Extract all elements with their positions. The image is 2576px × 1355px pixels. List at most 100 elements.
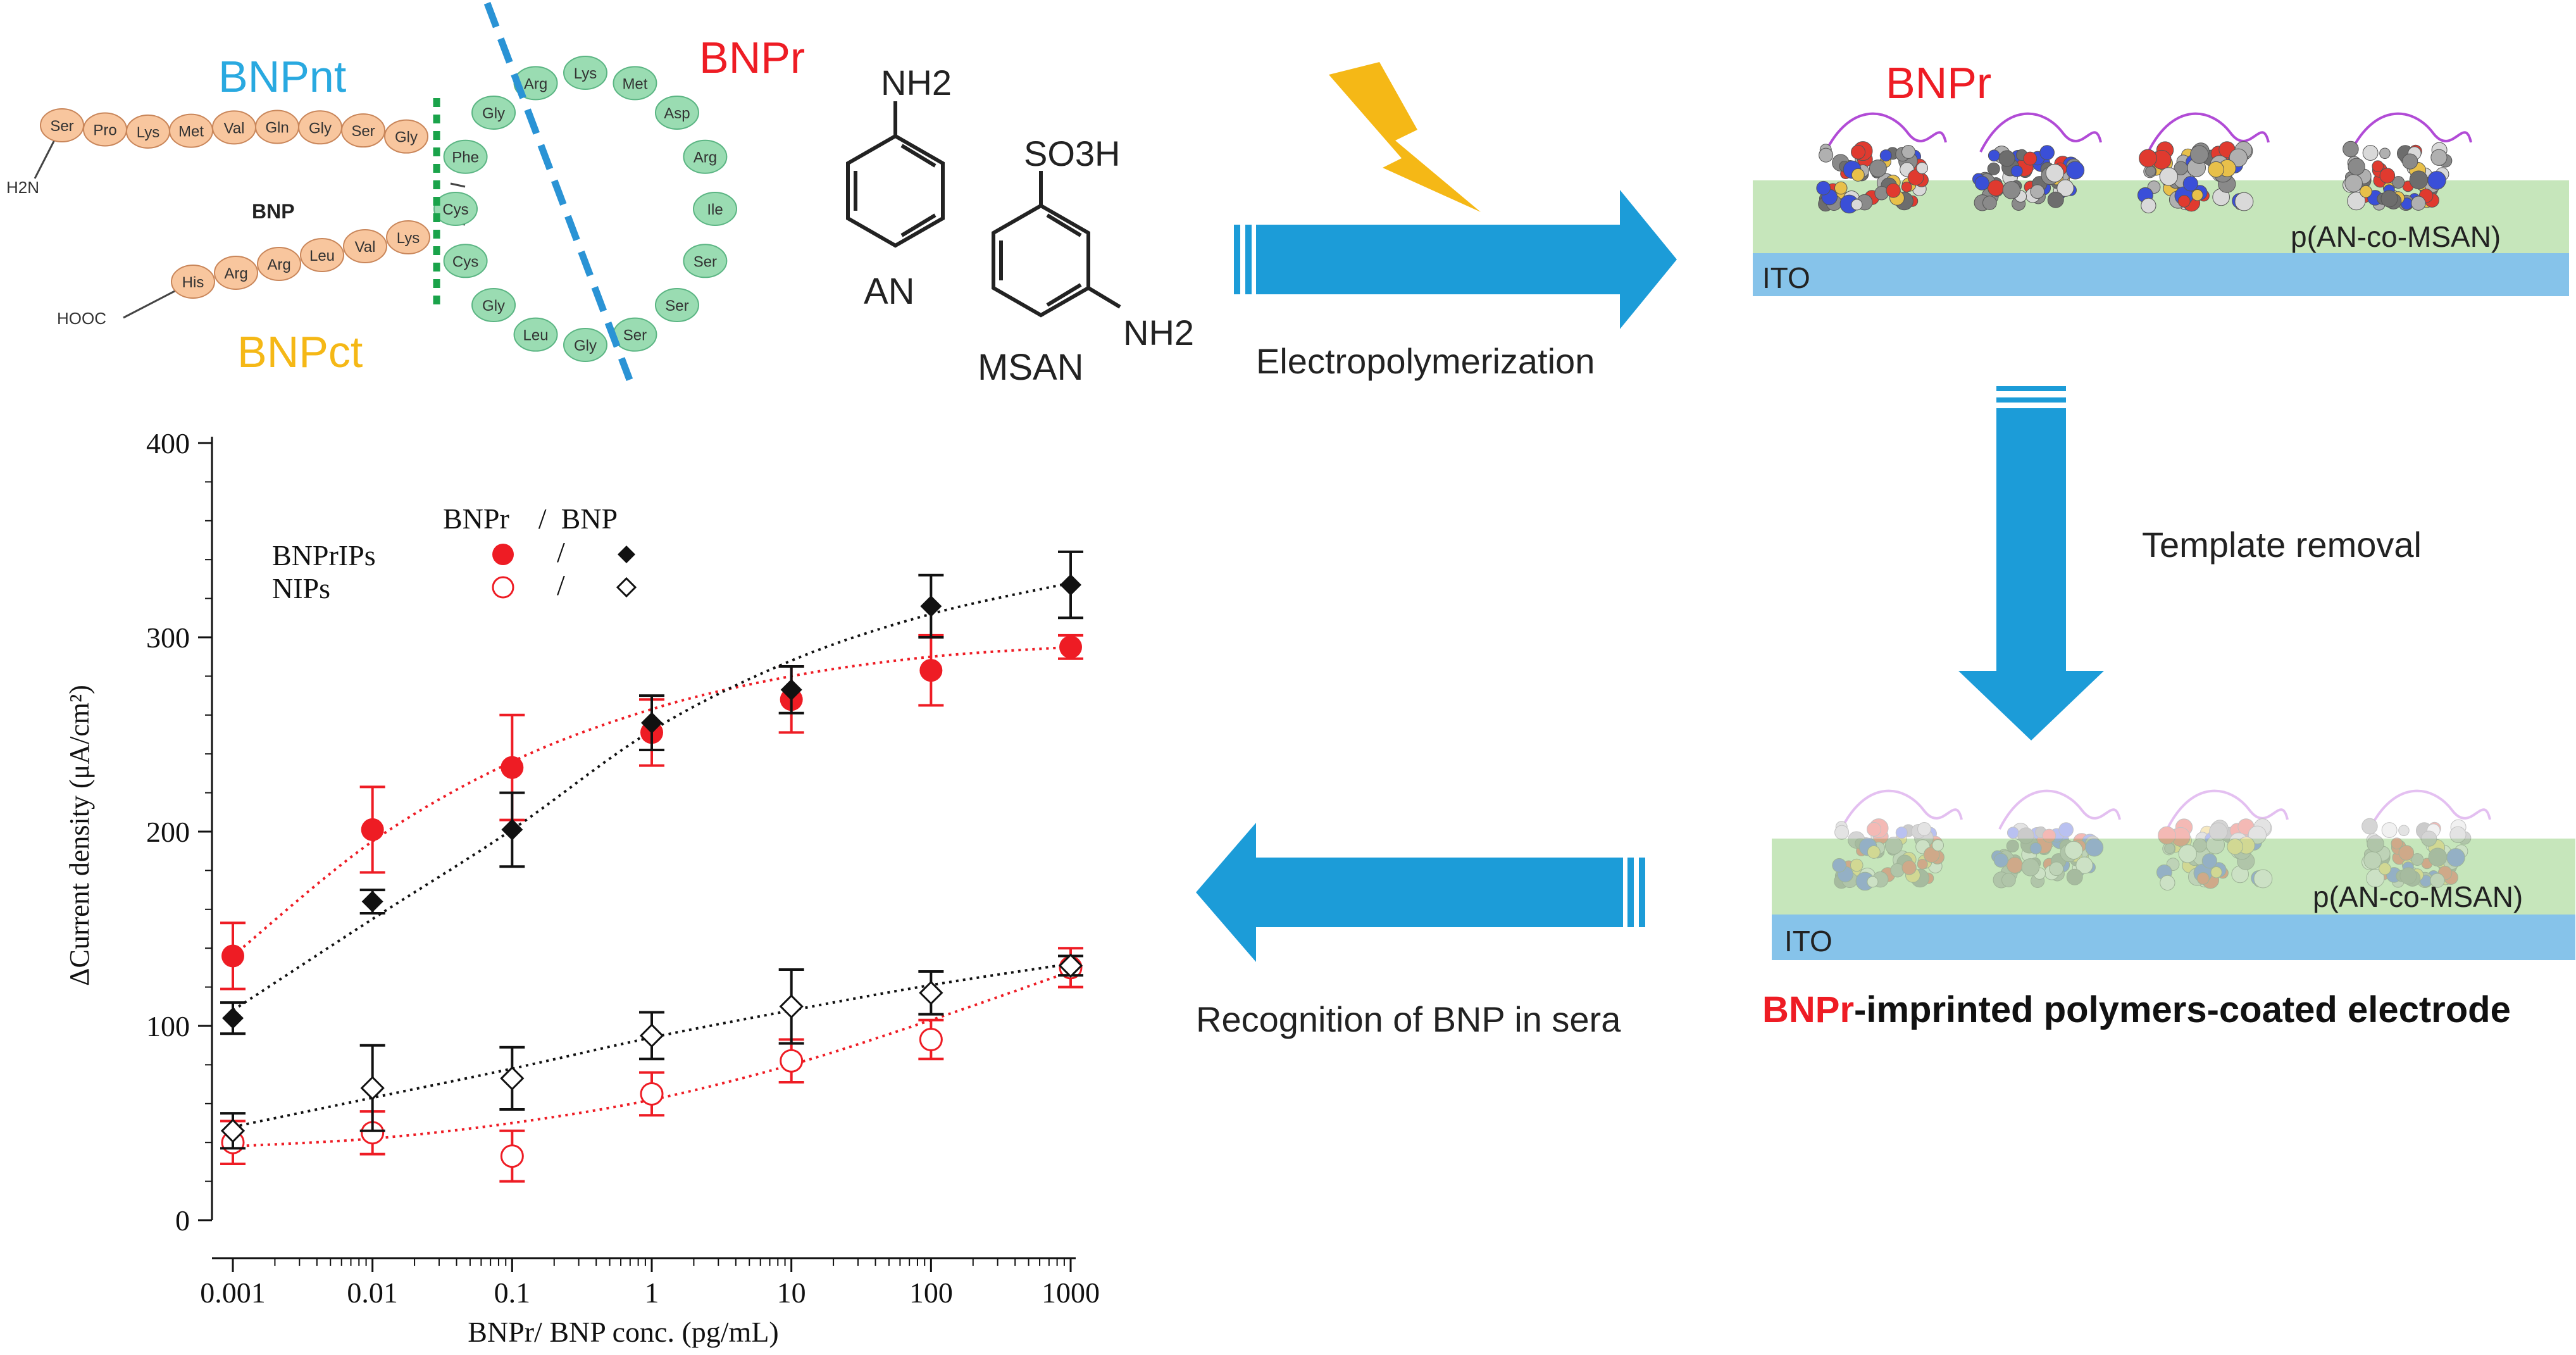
electrode-imprinted: ITO p(AN-co-MSAN) BNPr-imprinted polymer… [1762,789,2575,1030]
ring-residue-label: Gly [482,105,505,122]
polymer-layer-bottom [1772,839,2575,915]
ring-residue-label: Ser [694,253,717,270]
ring-residue: Lys [563,56,607,90]
ito-layer-top [1753,253,2569,296]
data-point-nips-bnpr [918,1018,944,1061]
protein-cluster [2137,112,2270,214]
ring-residue-label: Cys [452,253,478,270]
ring-residue: Cys [443,244,488,278]
electrode-caption: BNPr-imprinted polymers-coated electrode [1762,989,2511,1030]
nt-residue: Gly [384,119,428,154]
legend-row-nonimprinted: NIPs [272,572,330,604]
c-terminus: HOOC [57,309,106,328]
msan-name: MSAN [978,347,1084,388]
data-point-bnprips-bnp [778,665,804,715]
monomer-structures: NH2 AN SO3H NH2 MSAN [846,63,1194,388]
marker-open-diamond [779,994,804,1019]
x-tick-label: 10 [777,1277,806,1309]
data-point-bnprips-bnp [918,573,944,639]
ring-residue-label: Lys [574,65,597,82]
x-tick-label: 1 [645,1277,659,1309]
marker-open-circle [500,1144,524,1168]
legend-marker-red-filled [492,544,514,565]
msan-structure: SO3H NH2 MSAN [978,134,1194,388]
data-point-bnprips-bnp [359,889,385,915]
nt-residue: Gln [255,109,299,144]
electrode-top-title: BNPr [1886,58,1991,108]
marker-filled-diamond [780,678,802,701]
ito-label-top: ITO [1762,261,1810,294]
ring-residue-label: Met [622,75,647,92]
aniline-ring [846,134,945,248]
ring-residue-label: Ser [665,297,688,315]
marker-filled-diamond [1060,574,1081,596]
arrow-down-template-removal [1958,386,2104,740]
lightning-bolt-icon [1329,62,1481,212]
marker-filled-diamond [361,890,383,913]
marker-open-circle [640,1082,664,1106]
msan-amino-group: NH2 [1123,313,1194,353]
nt-residue: Pro [83,112,127,147]
ring-residue: Arg [683,139,728,174]
ring-residue: Met [613,66,657,101]
aniline-structure: NH2 AN [846,63,952,312]
marker-open-circle [919,1027,943,1051]
x-tick-label: 0.01 [347,1277,398,1309]
marker-open-diamond [220,1118,246,1143]
chart-legend: BNPr / BNP BNPrIPs NIPs / / [272,503,637,604]
ring-residue: Gly [471,95,516,130]
protein-cluster [1832,789,1963,891]
data-point-bnprips-bnpr [918,634,944,707]
data-point-nips-bnp [918,970,944,1016]
step-recognition: Recognition of BNP in sera [1196,999,1621,1039]
data-point-bnprips-bnp [1058,550,1083,620]
ring-residue-label: Leu [523,327,549,344]
arrow-right-electropolymerization [1234,190,1677,329]
y-tick-label: 400 [146,427,190,459]
legend-marker-black-filled [618,546,635,563]
template-protein-clusters [1816,112,2472,214]
protein-cluster [2343,112,2472,211]
data-point-bnprips-bnpr [220,921,246,990]
y-tick-label: 100 [146,1010,190,1042]
ring-residue-label: Arg [524,75,547,92]
aniline-name: AN [864,271,915,312]
nt-residue: Ser [341,113,385,148]
label-bnpr-peptide: BNPr [699,33,805,82]
marker-open-diamond [919,980,943,1005]
data-point-nips-bnp [499,1046,525,1111]
data-point-nips-bnpr [499,1129,525,1183]
marker-filled-circle [919,659,943,682]
nt-residue-label: Met [178,123,204,140]
ring-residue: Ser [613,317,657,352]
ct-residue: Arg [214,256,258,290]
label-bnpnt: BNPnt [218,52,346,101]
ring-residue: Cys [433,192,478,226]
ito-layer-bottom [1772,915,2575,960]
marker-filled-circle [501,756,524,779]
ct-residue-label: Arg [224,265,247,282]
legend-slash-2: / [557,569,565,601]
nt-residue-label: Ser [50,118,73,135]
data-point-nips-bnpr [778,1038,804,1084]
nt-residue: Lys [126,114,170,149]
aniline-amino-group: NH2 [881,63,952,103]
ring-residue-label: Arg [694,149,717,166]
nt-residue-label: Val [224,120,245,137]
electrode-caption-red: BNPr [1762,989,1854,1030]
legend-marker-red-open [492,576,514,599]
marker-open-diamond [360,1076,385,1101]
ct-residue-label: Lys [397,230,420,247]
data-point-nips-bnp [778,968,804,1045]
x-axis-label: BNPr/ BNP conc. (pg/mL) [468,1316,779,1348]
label-bnp-center: BNP [252,200,295,223]
marker-open-circle [780,1049,804,1073]
ring-residue: Ser [683,244,728,278]
y-tick-label: 0 [175,1204,190,1237]
data-point-nips-bnp [1058,953,1083,978]
x-tick-label: 100 [909,1277,953,1309]
legend-marker-black-open [616,577,637,598]
